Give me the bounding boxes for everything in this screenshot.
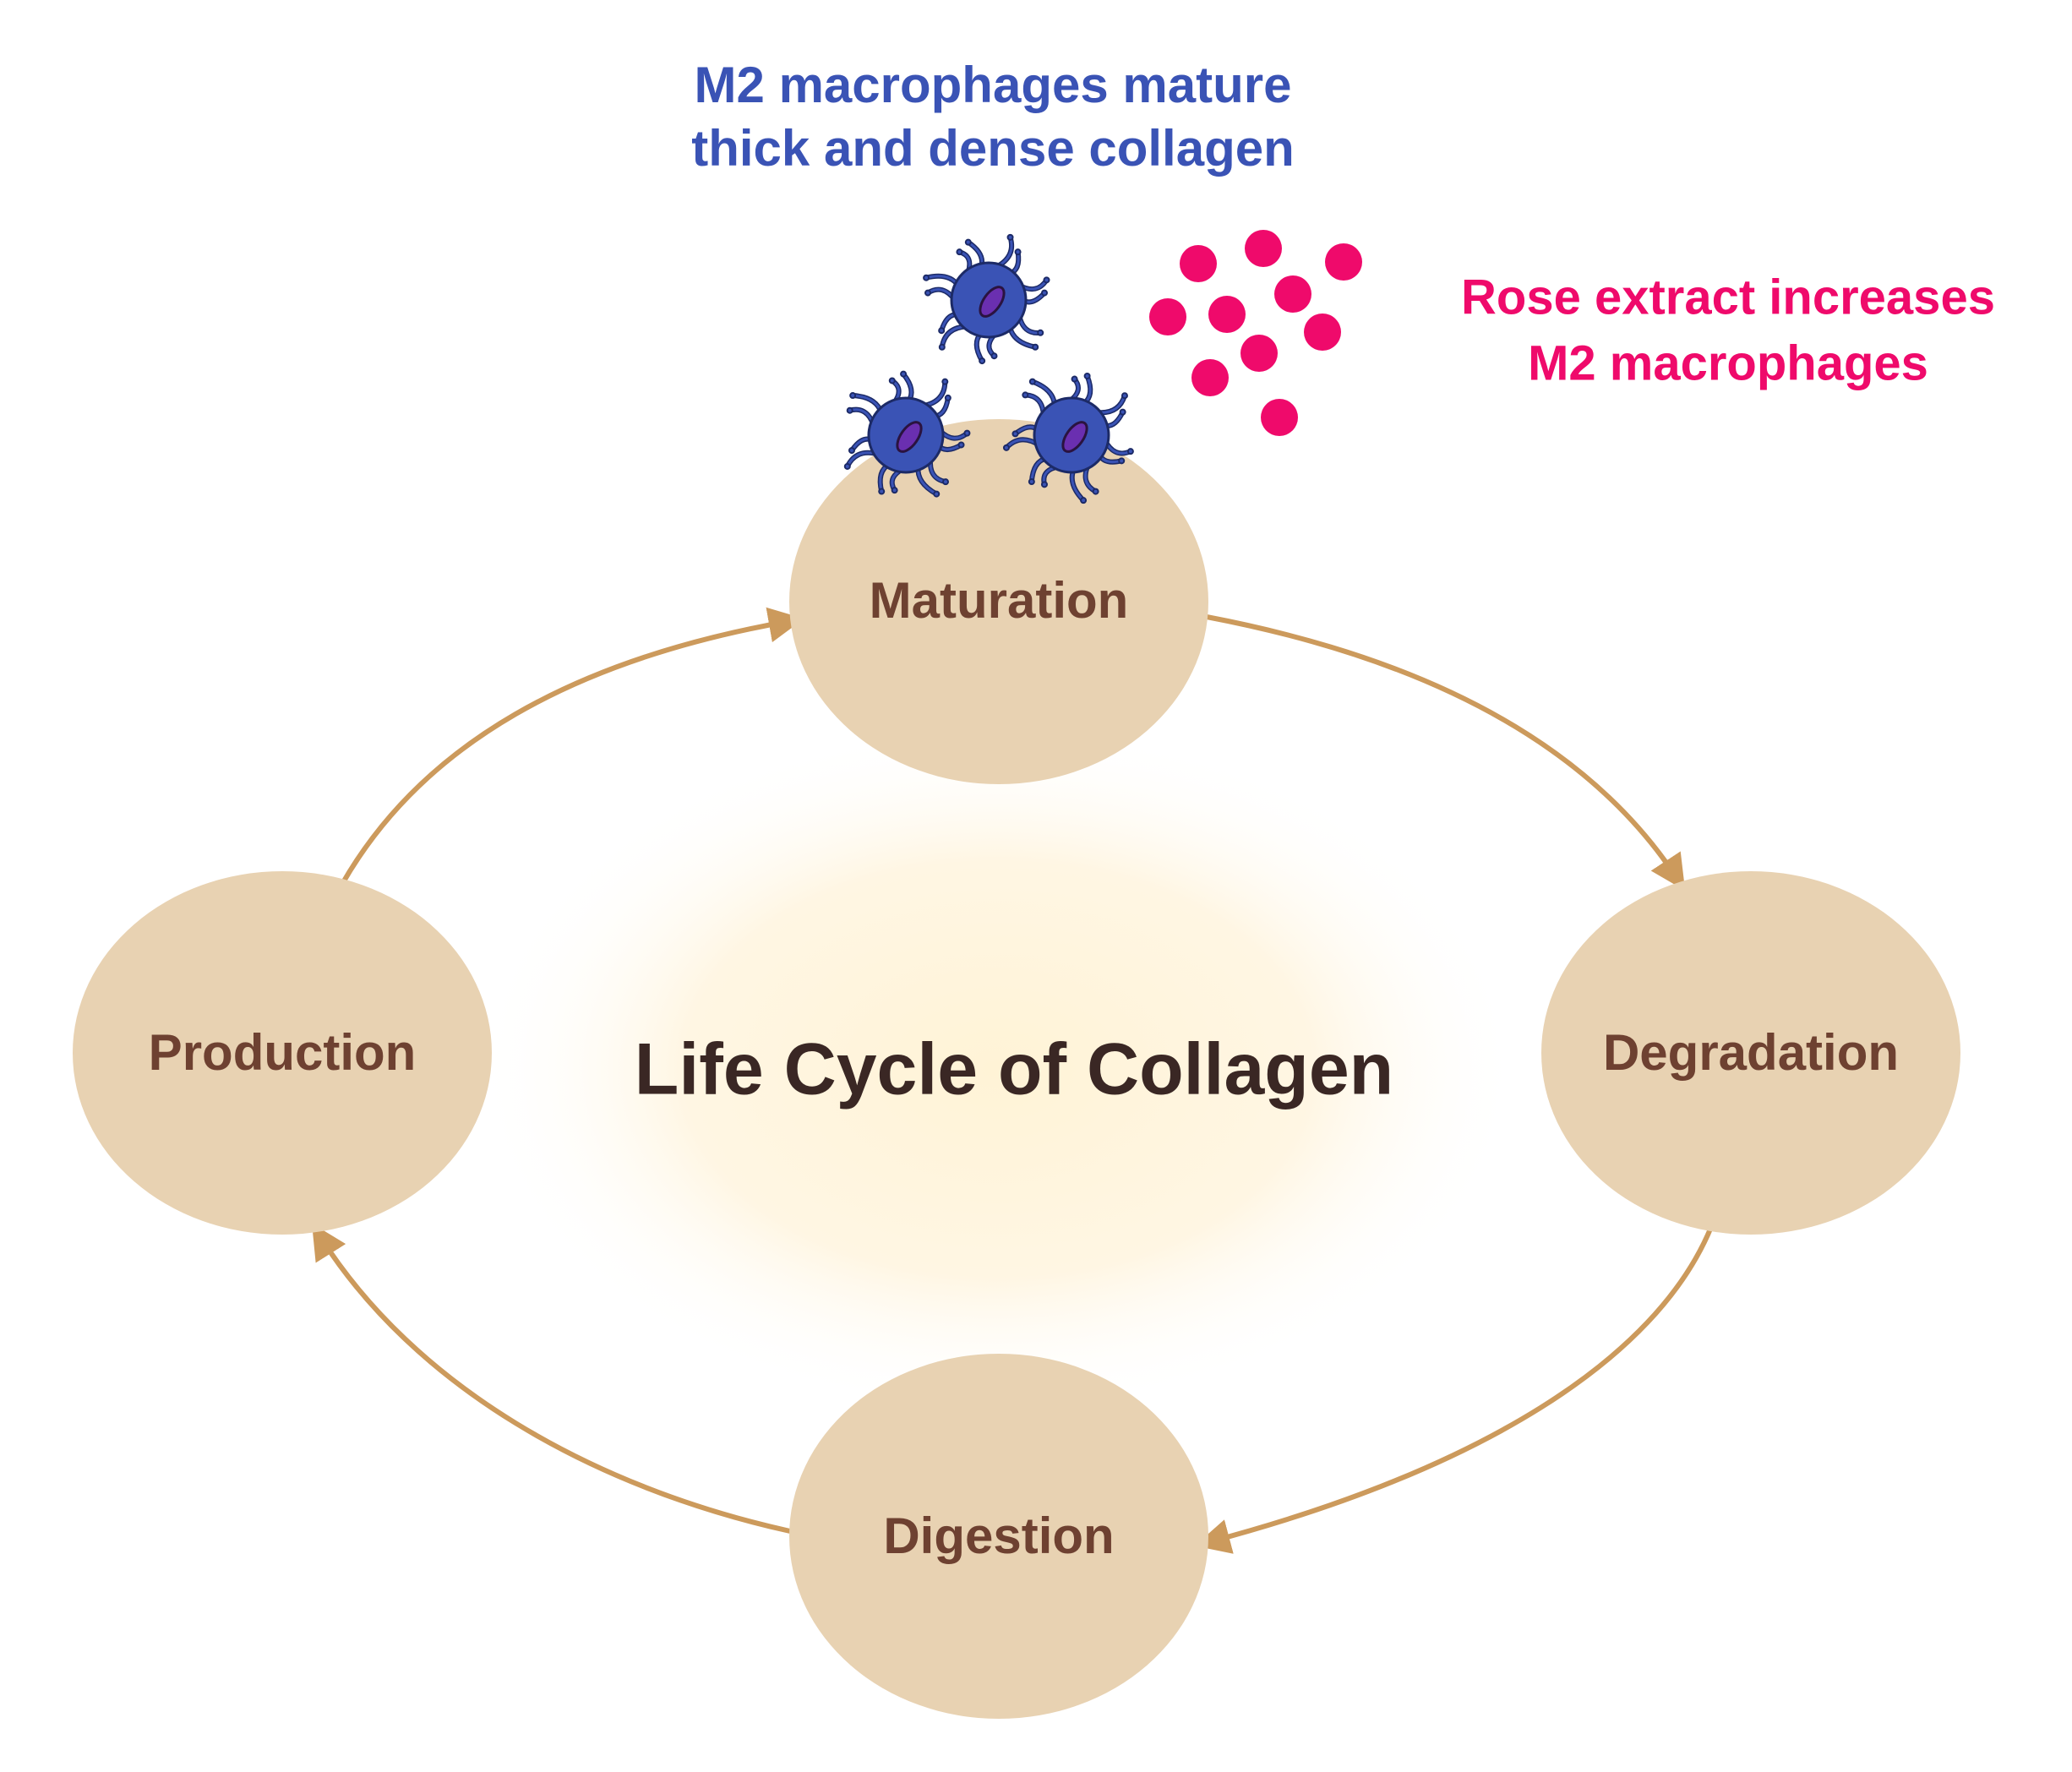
macrophage-cell-icon xyxy=(1002,372,1134,504)
rose-extract-dot-icon xyxy=(1304,314,1341,351)
arrow-production-to-maturation xyxy=(340,607,804,886)
rose-extract-dot-icon xyxy=(1208,296,1246,333)
rose-extract-dot-icon xyxy=(1325,243,1362,281)
macrophage-cluster xyxy=(843,233,1134,504)
stage-label-degradation: Degradation xyxy=(1603,1024,1899,1081)
macrophage-annotation-line1: M2 macrophages mature xyxy=(695,57,1292,113)
rose-extract-dot-icon xyxy=(1240,335,1278,372)
stage-node-degradation xyxy=(1541,871,1960,1235)
macrophage-annotation-line2: thick and dense collagen xyxy=(691,120,1295,177)
rose-annotation-line1: Rose extract increases xyxy=(1461,270,1995,324)
macrophage-cell-icon xyxy=(843,370,971,498)
stage-node-maturation xyxy=(789,419,1208,784)
rose-extract-dot-icon xyxy=(1261,399,1298,436)
arrow-digestion-to-production xyxy=(312,1223,791,1534)
stage-label-maturation: Maturation xyxy=(870,572,1129,629)
stage-label-digestion: Digestion xyxy=(883,1508,1114,1564)
rose-annotation-line2: M2 macrophages xyxy=(1528,335,1928,390)
rose-extract-dots xyxy=(1149,230,1362,436)
diagram-title: Life Cycle of Collagen xyxy=(635,1029,1393,1110)
rose-extract-dot-icon xyxy=(1274,275,1311,313)
arrow-maturation-to-degradation xyxy=(1206,614,1686,891)
rose-extract-dot-icon xyxy=(1149,298,1186,335)
arrow-degradation-to-digestion xyxy=(1194,1225,1714,1554)
rose-extract-dot-icon xyxy=(1245,230,1282,267)
stage-node-digestion xyxy=(789,1354,1208,1719)
macrophage-cell-icon xyxy=(923,233,1050,365)
rose-extract-dot-icon xyxy=(1191,359,1229,396)
stage-node-production xyxy=(73,871,492,1235)
center-glow xyxy=(473,722,1521,1415)
cycle-arrows xyxy=(312,607,1714,1554)
rose-extract-dot-icon xyxy=(1180,245,1217,282)
stage-label-production: Production xyxy=(149,1024,417,1081)
